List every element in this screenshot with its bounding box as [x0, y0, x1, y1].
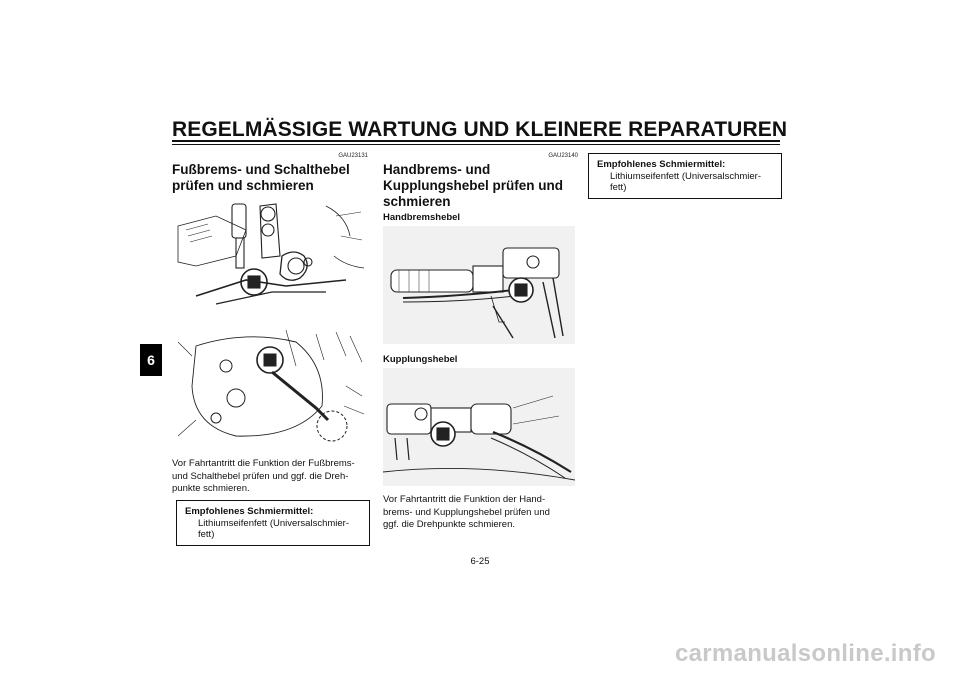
lubricant-box-2: Empfohlenes Schmiermittel: Lithiumseifen…	[588, 153, 782, 199]
subheading-clutch-lever: Kupplungshebel	[383, 354, 458, 365]
figure-clutch-lever	[383, 368, 575, 486]
paragraph-hand-lever: Vor Fahrtantritt die Funktion der Hand- …	[383, 494, 550, 530]
figure-brake-lever	[383, 226, 575, 344]
title-rule-thin	[172, 144, 780, 145]
chapter-tab: 6	[140, 344, 162, 376]
section-heading-hand-lever: Handbrems- und Kupplungshebel prüfen und…	[383, 162, 563, 209]
figure-foot-brake-lever	[176, 196, 366, 320]
paragraph-foot-lever: Vor Fahrtantritt die Funktion der Fußbre…	[172, 458, 355, 494]
watermark-footer: carmanualsonline.info	[674, 640, 936, 667]
subheading-brake-lever: Handbremshebel	[383, 212, 461, 223]
section-code: GAU23140	[548, 153, 578, 159]
title-rule	[172, 140, 780, 142]
section-heading-foot-lever: Fußbrems- und Schalthebel prüfen und sch…	[172, 162, 350, 193]
section-code: GAU23131	[338, 153, 368, 159]
page-number: 6-25	[470, 556, 490, 567]
figure-shift-lever	[176, 326, 366, 450]
lubricant-box-1: Empfohlenes Schmiermittel: Lithiumseifen…	[176, 500, 370, 546]
page-title: REGELMÄSSIGE WARTUNG UND KLEINERE REPARA…	[172, 118, 788, 141]
